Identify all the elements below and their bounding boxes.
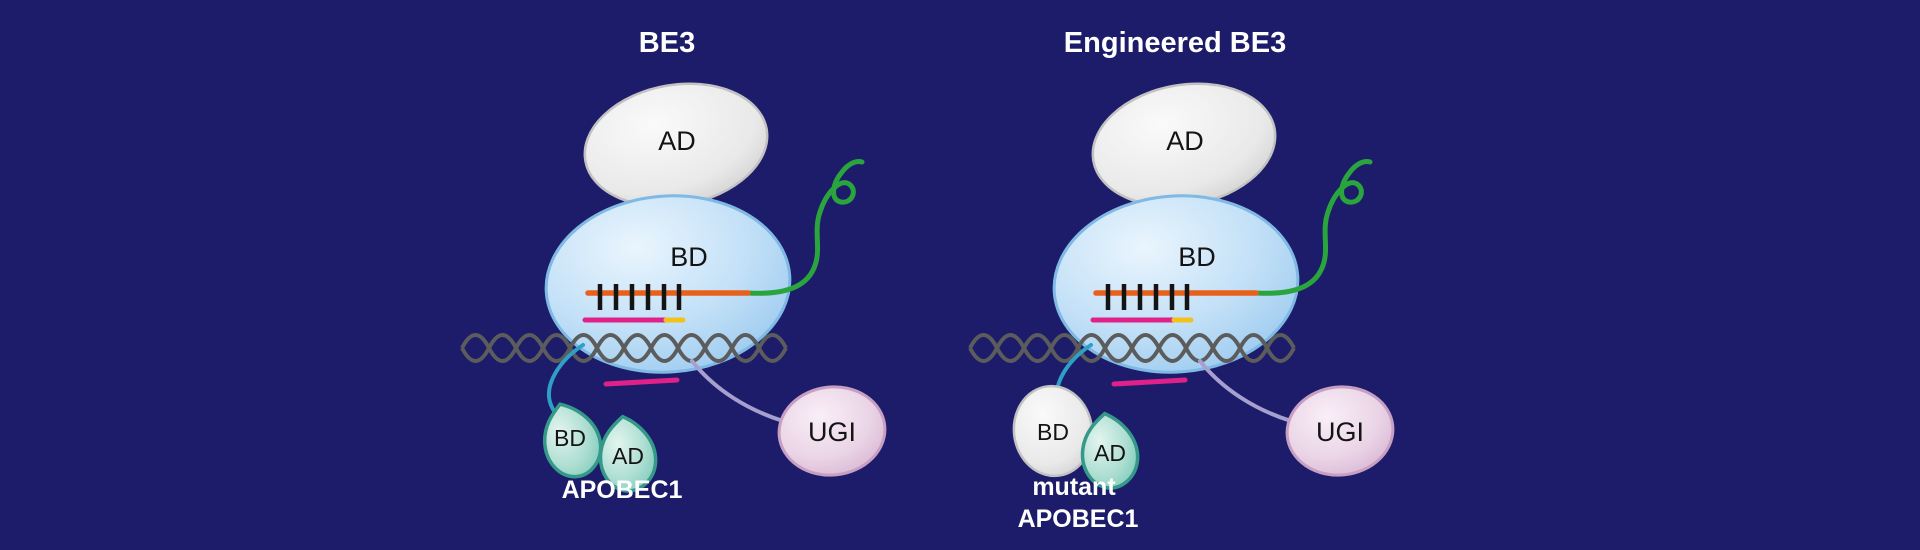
apobec-caption-line1: mutant — [1032, 473, 1116, 501]
diagram-title: Engineered BE3 — [1064, 27, 1286, 59]
apobec-bd-label: BD — [554, 425, 586, 451]
apobec-ad-label: AD — [612, 443, 644, 469]
ssdna-editing-window — [603, 377, 680, 387]
ssdna-editing-window — [1111, 377, 1188, 387]
apobec-ad-label: AD — [1094, 440, 1126, 466]
cas9-bd-domain — [544, 194, 792, 374]
apobec-bd-label: BD — [1037, 419, 1069, 445]
dna-helix-strand-2 — [460, 333, 788, 363]
ugi-label: UGI — [808, 417, 856, 447]
diagram-be3: BE3 UGI BD AD AD BD APOBEC1 — [460, 27, 887, 504]
diagram-title: BE3 — [639, 27, 695, 59]
base-pairing-ticks — [597, 284, 682, 310]
cas9-bd-label: BD — [670, 242, 708, 272]
linker-to-ugi — [1198, 359, 1293, 423]
cas9-bd-label: BD — [1178, 242, 1216, 272]
linker-to-ugi — [690, 359, 785, 423]
cas9-bd-domain — [1052, 194, 1300, 374]
apobec-caption-line1: APOBEC1 — [562, 476, 683, 504]
diagram-engineered-be3: Engineered BE3 UGI BD AD AD BD mutant AP… — [968, 27, 1395, 533]
sgrna-scaffold-loop — [745, 159, 865, 296]
cas9-ad-label: AD — [658, 126, 696, 156]
cas9-ad-label: AD — [1166, 126, 1204, 156]
ugi-protein — [777, 385, 887, 477]
ugi-label: UGI — [1316, 417, 1364, 447]
base-pairing-ticks — [1105, 284, 1190, 310]
apobec-caption-line2: APOBEC1 — [1018, 505, 1139, 533]
sgrna-scaffold-loop — [1253, 159, 1373, 296]
ugi-protein — [1285, 385, 1395, 477]
dna-helix-strand-2 — [968, 333, 1296, 363]
